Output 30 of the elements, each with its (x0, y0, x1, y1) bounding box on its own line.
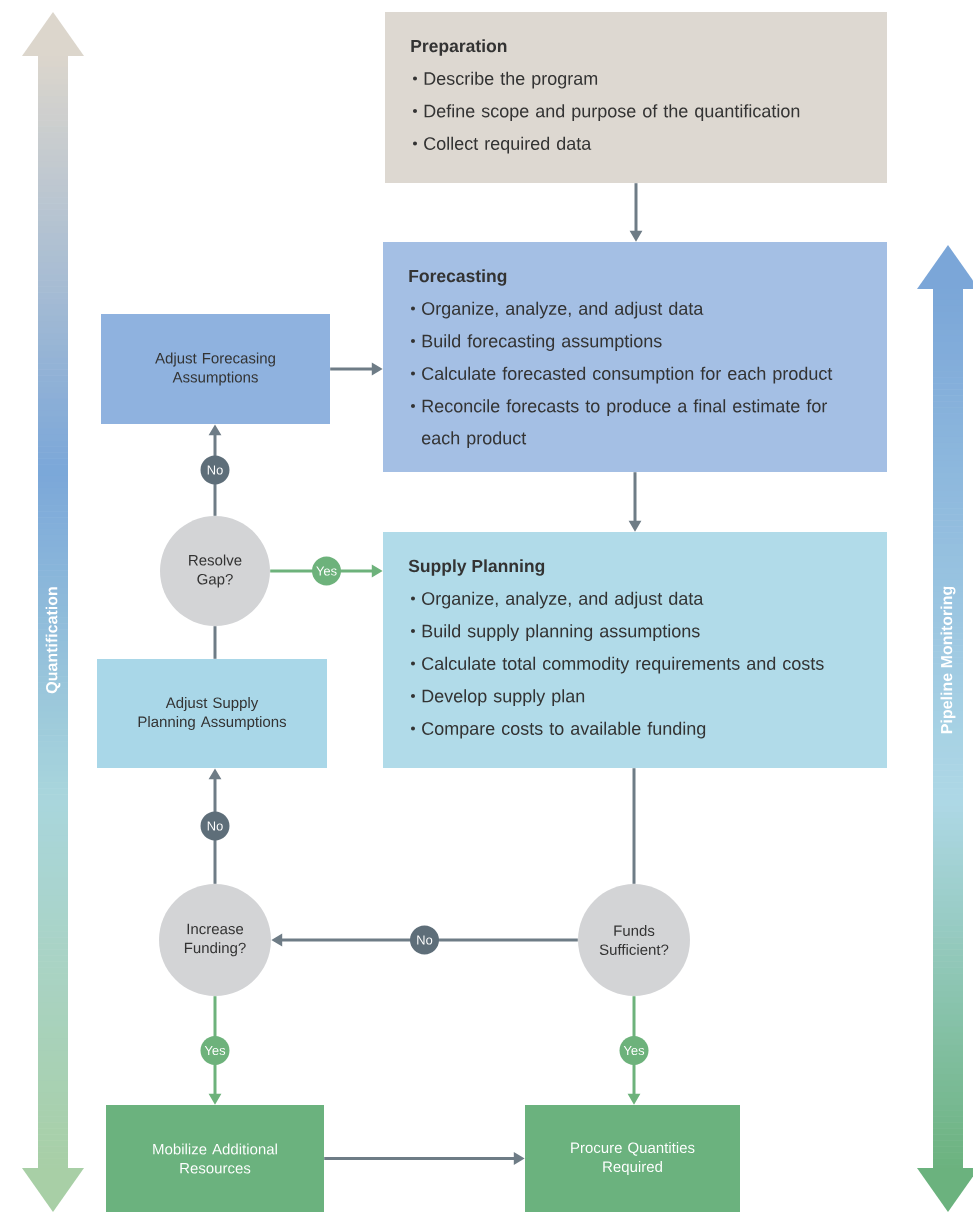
edge-label: No (200, 811, 230, 841)
edge-label: Yes (619, 1036, 649, 1065)
bullet-item: Calculate total commodity requirements and costs (411, 656, 824, 674)
process-box (385, 12, 887, 183)
bullet-item: Build forecasting assumptions (411, 334, 662, 351)
process-box (383, 532, 887, 768)
bullet-item: Organize, analyze, and adjust data (411, 591, 704, 609)
edge-label: Yes (312, 556, 341, 586)
process-box: Adjust Forecasing Assumptions (101, 314, 330, 424)
arrow-label: Quantification (45, 587, 61, 694)
bullet-item: Organize, analyze, and adjust data (411, 301, 704, 319)
bullet-item: Describe the program (413, 71, 598, 89)
edge-label: No (410, 925, 439, 955)
edge-label: No (200, 455, 230, 485)
bullet-item: Develop supply plan (411, 689, 585, 706)
process-box (383, 242, 887, 472)
box-heading: Forecasting (409, 269, 507, 286)
process-box: Mobilize Additional Resources (106, 1105, 324, 1212)
process-box: Adjust Supply Planning Assumptions (97, 659, 327, 768)
box-heading: Supply Planning (408, 559, 545, 576)
bullet-item: Build supply planning assumptions (411, 624, 700, 641)
bullet-item: Collect required data (413, 136, 592, 154)
bullet-item: Reconcile forecasts to produce a final estimate for each product (411, 399, 828, 448)
process-box: Procure Quantities Required (525, 1105, 740, 1212)
bullet-item: Define scope and purpose of the quantification (413, 104, 800, 121)
edge-label: Yes (200, 1036, 230, 1065)
bullet-item: Compare costs to available funding (411, 721, 706, 739)
bullet-item: Calculate forecasted consumption for each product (411, 366, 833, 384)
arrow-label: Pipeline Monitoring (940, 586, 956, 734)
box-heading: Preparation (411, 39, 507, 56)
